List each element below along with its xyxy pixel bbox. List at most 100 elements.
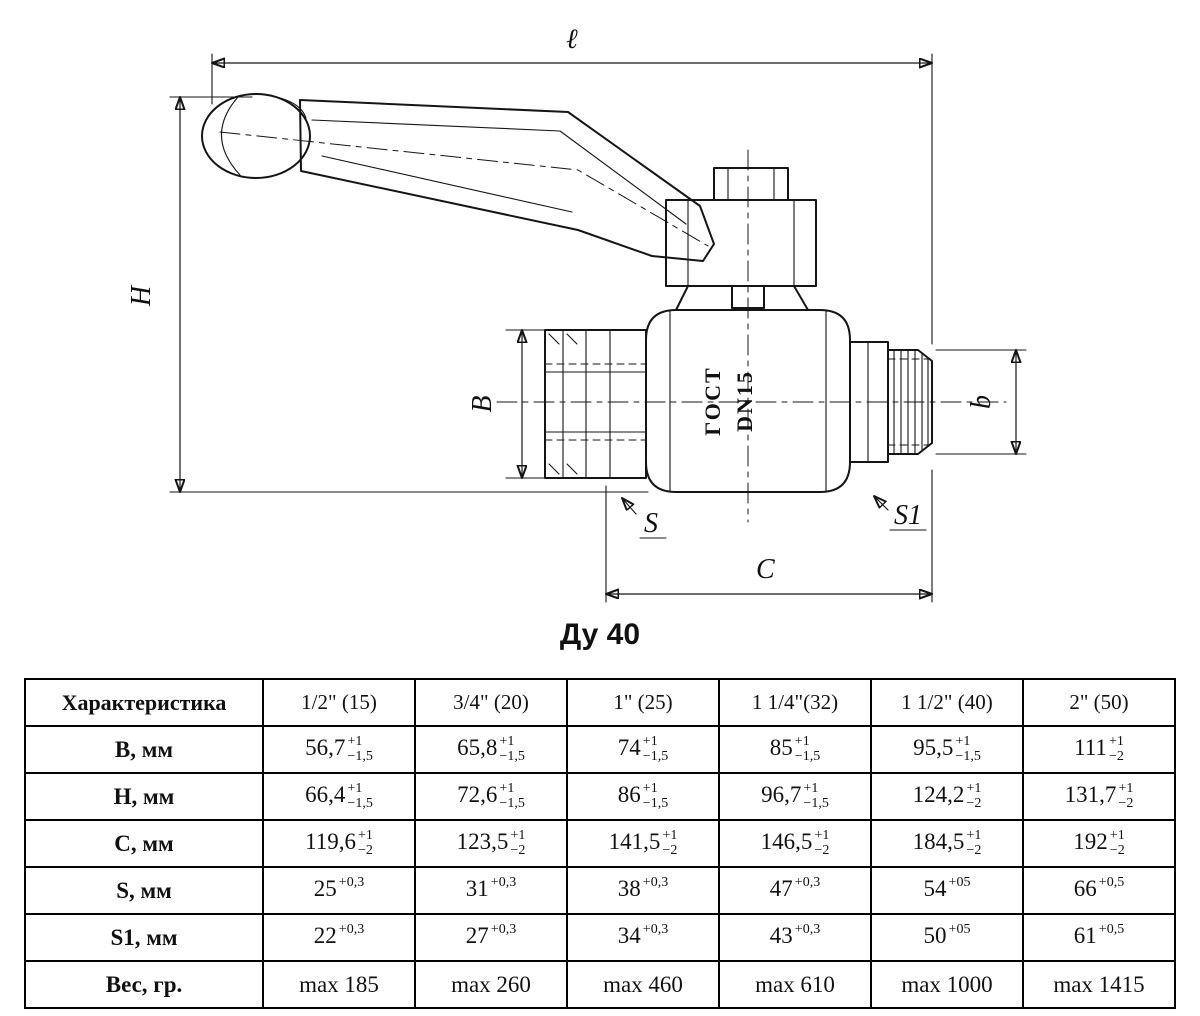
row-label: Н, мм [24,772,264,821]
cell-value: 124,2 [912,781,965,807]
cell-tolerance: +0,5 [1099,875,1124,906]
row-label: S, мм [24,866,264,915]
tolerance-lower [339,891,364,906]
spec-cell: 192+1−2 [1022,819,1176,868]
cell-value: 119,6 [305,828,356,854]
cell-value: max 460 [603,971,683,997]
cell-value: 123,5 [456,828,509,854]
spec-cell: 66,4+1−1,5 [262,772,416,821]
tolerance-lower [949,891,971,906]
dim-label-s: S [644,508,658,539]
header-size-1: 1" (25) [566,678,720,727]
cell-value: 74 [617,734,641,760]
spec-cell: 61+0,5 [1022,913,1176,962]
spec-cell: 27+0,3 [414,913,568,962]
tolerance-lower: −1,5 [499,748,525,764]
tolerance-lower: −2 [966,795,982,811]
female-port [544,329,647,479]
row-label: S1, мм [24,913,264,962]
spec-cell: 146,5+1−2 [718,819,872,868]
tolerance-lower [491,938,516,953]
dim-label-l: ℓ [566,24,578,55]
cell-tolerance: +1−2 [966,827,982,859]
spec-cell: max 1415 [1022,960,1176,1009]
cell-tolerance: +1−1,5 [643,781,668,812]
valve-stem [665,167,817,311]
cell-value: 47 [769,875,793,901]
spec-cell: max 460 [566,960,720,1009]
spec-cell: max 610 [718,960,872,1009]
cell-value: 27 [465,922,489,948]
cell-tolerance: +1−1,5 [499,781,524,812]
tolerance-lower: −2 [1109,842,1125,858]
cell-tolerance: +1−2 [358,828,373,859]
cell-value: 86 [617,781,641,807]
row-label: В, мм [24,725,264,774]
row-label: Вес, гр. [24,960,264,1009]
cell-value: 85 [769,734,793,760]
tolerance-lower: −1,5 [794,748,821,764]
tolerance-upper: +1 [662,827,678,843]
tolerance-upper: +0,3 [338,921,365,937]
cell-value: max 1415 [1053,971,1145,997]
spec-cell: 95,5+1−1,5 [870,725,1024,774]
spec-cell: 66+0,5 [1022,866,1176,915]
tolerance-upper: +0,3 [490,921,517,937]
spec-cell: 31+0,3 [414,866,568,915]
cell-value: 66,4 [305,781,346,807]
spec-cell: 119,6+1−2 [262,819,416,868]
spec-cell: 22+0,3 [262,913,416,962]
cell-value: 56,7 [305,734,346,760]
header-size-1-2: 1/2" (15) [262,678,416,727]
cell-tolerance: +1−1,5 [642,734,669,765]
tolerance-upper: +1 [803,780,819,796]
cell-tolerance: +0,3 [339,875,364,906]
body-marking-gost: ГОСТ [700,366,725,435]
cell-value: 72,6 [457,781,498,807]
tolerance-upper: +1 [955,733,971,749]
tolerance-lower [949,938,971,953]
tolerance-lower: −2 [1118,795,1134,811]
tolerance-upper: +05 [948,874,971,890]
tolerance-upper: +0,5 [1098,921,1125,937]
spec-cell: 43+0,3 [718,913,872,962]
cell-tolerance: +1−1,5 [347,781,372,812]
tolerance-upper: +1 [966,827,982,843]
spec-cell: 96,7+1−1,5 [718,772,872,821]
tolerance-lower: −1,5 [347,748,373,764]
spec-cell: 86+1−1,5 [566,772,720,821]
dimension-l: ℓ [212,24,932,345]
table-row-c: С, мм 119,6+1−2 123,5+1−2 141,5+1−2 146,… [24,819,1176,868]
tolerance-lower [643,891,668,906]
cell-value: 66 [1073,875,1097,901]
cell-value: 96,7 [761,781,802,807]
cell-tolerance: +0,3 [490,874,517,906]
tolerance-lower: −2 [662,842,678,858]
spec-cell: 47+0,3 [718,866,872,915]
tolerance-upper: +0,3 [490,874,517,890]
drawing-area: ГОСТ DN15 [126,24,1027,603]
spec-cell: 131,7+1−2 [1022,772,1176,821]
table-row-weight: Вес, гр. max 185 max 260 max 460 max 610… [24,960,1176,1009]
tolerance-lower [1099,891,1124,906]
cell-tolerance: +1−2 [662,827,678,859]
dimension-h: H [126,97,649,492]
tolerance-lower: −1,5 [642,748,669,764]
cell-tolerance: +0,3 [338,921,365,953]
tolerance-lower [491,891,516,906]
spec-cell: 56,7+1−1,5 [262,725,416,774]
tolerance-lower: −2 [814,842,830,858]
tolerance-lower [643,938,668,953]
cell-value: 22 [313,922,337,948]
body-marking-dn: DN15 [732,370,757,432]
cell-value: 38 [617,875,641,901]
tolerance-upper: +1 [1109,827,1125,843]
specifications-table: Характеристика 1/2" (15) 3/4" (20) 1" (2… [24,678,1176,1009]
cell-tolerance: +05 [949,922,971,953]
tolerance-lower: −2 [1108,748,1124,764]
dimension-c: C [606,469,932,603]
tolerance-lower: −1,5 [803,795,829,811]
cell-tolerance: +0,3 [643,922,668,953]
spec-cell: 65,8+1−1,5 [414,725,568,774]
centerlines [496,149,1007,523]
